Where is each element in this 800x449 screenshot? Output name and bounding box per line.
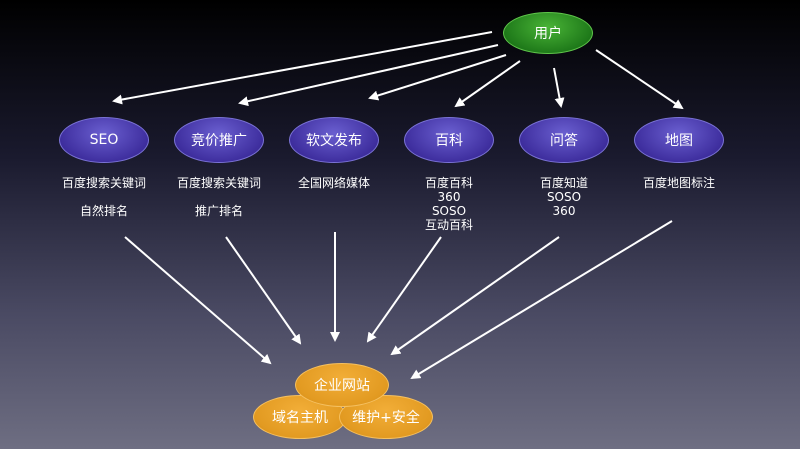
channel-desc-line: 百度百科 xyxy=(424,176,473,190)
channel-label-baike: 百科 xyxy=(435,133,463,149)
channel-desc-line: SOSO xyxy=(546,190,582,204)
channel-label-seo: SEO xyxy=(89,132,119,148)
channel-desc-map: 百度地图标注 xyxy=(619,176,739,190)
channel-desc-line: 百度搜索关键词 xyxy=(61,176,146,190)
channel-desc-baike: 百度百科 360 SOSO 互动百科 xyxy=(389,176,509,232)
arrow-baike-to-website xyxy=(366,236,442,343)
channel-desc-line xyxy=(159,190,279,204)
channel-label-softpr: 软文发布 xyxy=(306,133,362,149)
arrow-map-to-website xyxy=(410,220,673,380)
channel-desc-qa: 百度知道 SOSO 360 xyxy=(504,176,624,218)
channel-desc-line: 百度搜索关键词 xyxy=(176,176,261,190)
channel-desc-line: 全国网络媒体 xyxy=(297,176,370,190)
channel-desc-sem: 百度搜索关键词 推广排名 xyxy=(159,176,279,218)
channel-node-softpr: 软文发布 xyxy=(289,117,379,163)
channel-desc-softpr: 全国网络媒体 xyxy=(274,176,394,190)
arrow-user-to-sem xyxy=(238,44,499,107)
channel-node-seo: SEO xyxy=(59,117,149,163)
channel-label-map: 地图 xyxy=(665,133,693,149)
channel-desc-line: 推广排名 xyxy=(194,204,243,218)
channel-node-qa: 问答 xyxy=(519,117,609,163)
channel-desc-line: 自然排名 xyxy=(79,204,128,218)
channel-node-map: 地图 xyxy=(634,117,724,163)
channel-label-qa: 问答 xyxy=(550,133,578,149)
website-label: 企业网站 xyxy=(314,378,370,394)
channel-desc-seo: 百度搜索关键词 自然排名 xyxy=(44,176,164,218)
channel-label-sem: 竞价推广 xyxy=(191,133,247,149)
domain-host-label: 域名主机 xyxy=(272,410,328,426)
user-node-label: 用户 xyxy=(534,26,562,42)
channel-desc-line: 360 xyxy=(552,204,576,218)
channel-desc-line: 百度知道 xyxy=(539,176,588,190)
arrow-sem-to-website xyxy=(225,236,302,345)
channel-node-baike: 百科 xyxy=(404,117,494,163)
arrow-user-to-seo xyxy=(112,31,493,105)
arrow-qa-to-website xyxy=(390,236,560,356)
domain-host-node: 域名主机 xyxy=(253,395,347,439)
maintenance-label: 维护+安全 xyxy=(352,410,420,426)
channel-node-sem: 竞价推广 xyxy=(174,117,264,163)
arrow-seo-to-website xyxy=(124,236,272,365)
website-node: 企业网站 xyxy=(295,363,389,407)
channel-desc-line: SOSO xyxy=(431,204,467,218)
arrow-user-to-baike xyxy=(454,60,521,108)
user-node: 用户 xyxy=(503,12,593,54)
arrow-user-to-softpr xyxy=(368,54,507,101)
channel-desc-line: 互动百科 xyxy=(424,218,473,232)
arrow-user-to-map xyxy=(595,49,684,110)
channel-desc-line: 百度地图标注 xyxy=(642,176,715,190)
channel-desc-line: 360 xyxy=(437,190,461,204)
arrow-user-to-qa xyxy=(553,67,565,108)
channel-desc-line xyxy=(44,190,164,204)
